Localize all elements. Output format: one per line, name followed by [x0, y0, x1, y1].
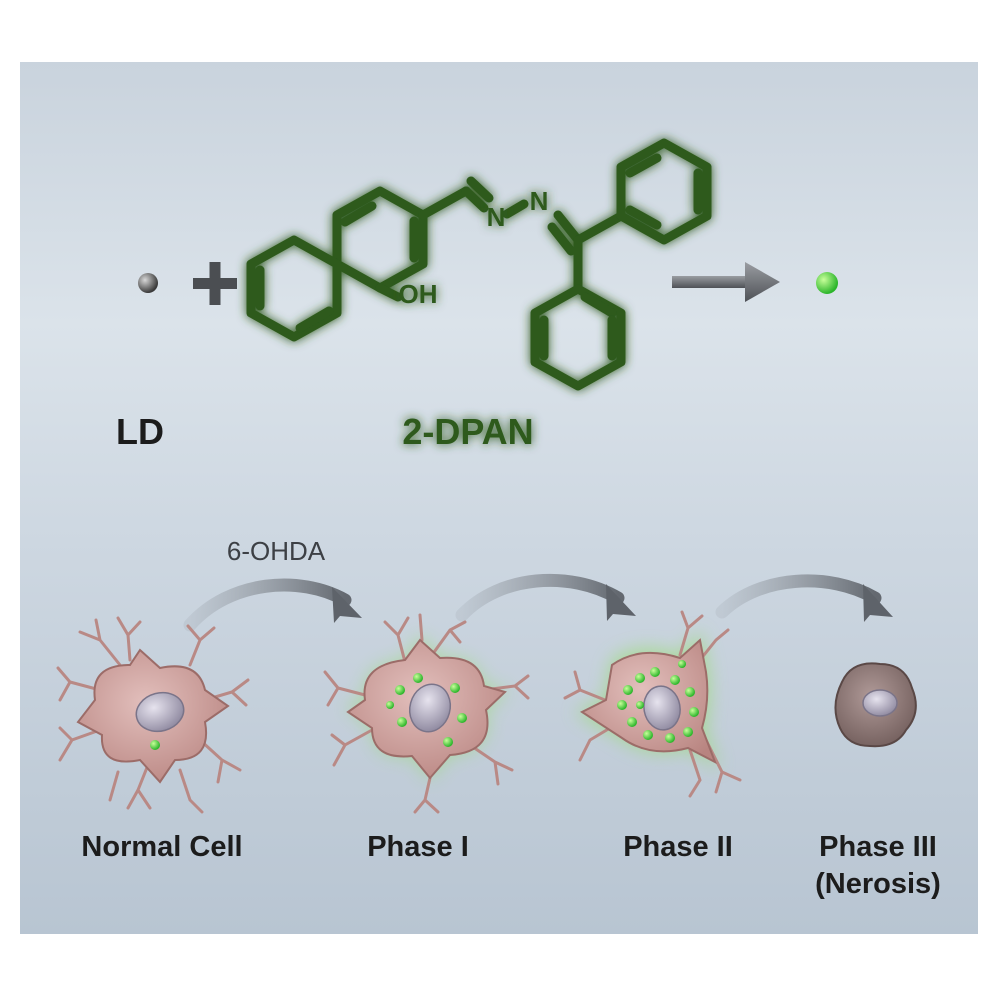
ld-dot-icon: [138, 273, 158, 293]
arc-arrow-2: [455, 573, 625, 622]
probe-label: 2-DPAN: [402, 411, 533, 452]
lipid-droplet-dot-icon: [150, 740, 160, 750]
arc-arrow-2-head: [606, 584, 636, 621]
arc-arrow-1: [183, 578, 352, 632]
atom-oh: OH: [399, 279, 438, 309]
arc-arrow-3: [715, 574, 882, 619]
normal-cell: [56, 616, 250, 814]
stage-phase3-label: Phase III: [819, 831, 937, 863]
phase1-cell: [323, 613, 530, 814]
progression-arrows: [183, 573, 893, 632]
stage-labels: Normal Cell Phase I Phase II Phase III (…: [81, 831, 940, 900]
fluorescent-dot-icon: [816, 272, 838, 294]
stage-phase2-label: Phase II: [623, 831, 733, 863]
probe-structure: [246, 138, 712, 391]
stage-phase3-note: (Nerosis): [815, 868, 941, 900]
probe-atom-labels: N N OH: [399, 186, 549, 309]
arc-arrow-3-head: [863, 584, 893, 622]
phase2-cell: [563, 610, 742, 798]
atom-n1: N: [487, 202, 506, 232]
diagram-panel: [20, 62, 978, 934]
ld-label: LD: [116, 411, 164, 452]
arc-arrow-1-head: [332, 587, 362, 623]
reaction-arrow-icon: [672, 262, 780, 302]
stage-normal-label: Normal Cell: [81, 831, 242, 863]
atom-n2: N: [530, 186, 549, 216]
stage-phase1-label: Phase I: [367, 831, 469, 863]
treatment-label: 6-OHDA: [227, 536, 326, 566]
phase3-cell: [834, 662, 917, 748]
plus-icon: [193, 262, 237, 305]
